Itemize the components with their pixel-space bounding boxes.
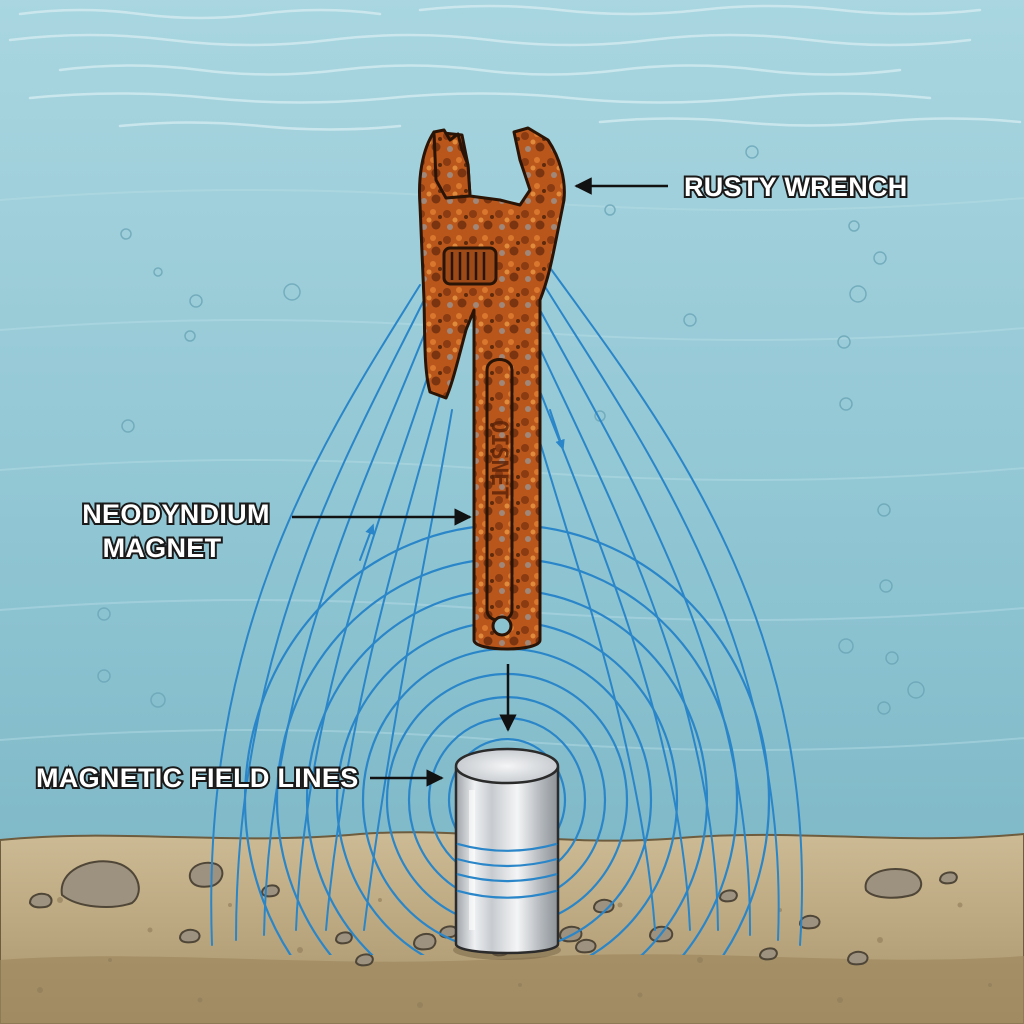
field-line: [210, 284, 421, 946]
rusty-wrench: [418, 126, 566, 651]
field-ring-front-arc: [456, 889, 558, 899]
field-ring-front-arc: [456, 857, 558, 868]
field-line-arrow: [549, 409, 565, 451]
field-line: [539, 309, 752, 936]
field-rings-front: [456, 842, 558, 899]
wrench-hang-hole: [491, 615, 513, 637]
bubbles: [97, 145, 925, 715]
field-line: [235, 299, 425, 941]
field-line: [543, 284, 780, 941]
field-line: [263, 319, 431, 936]
wrench-handle-groove: [485, 358, 514, 622]
callout-arrows: [292, 177, 668, 787]
field-ring-front-arc: [456, 873, 558, 883]
wrench-stamp: OISNET: [486, 420, 511, 499]
field-line: [535, 339, 719, 931]
neodymium-magnet-label-line1: NEODYNDIUM: [82, 499, 270, 529]
field-line: [531, 369, 691, 931]
field-line: [527, 399, 656, 931]
neodymium-magnet: [453, 747, 561, 960]
magnetic-field-lines: [210, 264, 803, 946]
field-line: [363, 409, 453, 931]
water-surface-ripples: [8, 4, 1022, 131]
field-ring-front-arc: [456, 842, 558, 852]
magnetic-field-lines-label: MAGNETIC FIELD LINES: [36, 763, 359, 793]
field-line: [547, 264, 803, 946]
field-line: [295, 344, 439, 931]
field-line-arrow: [359, 523, 375, 561]
wrench-upper-jaw: [432, 128, 472, 200]
field-line: [325, 379, 445, 931]
water-depth-streaks: [0, 189, 1024, 751]
neodymium-magnet-label-line2: MAGNET: [103, 533, 222, 563]
rusty-wrench-label: RUSTY WRENCH: [684, 172, 908, 202]
